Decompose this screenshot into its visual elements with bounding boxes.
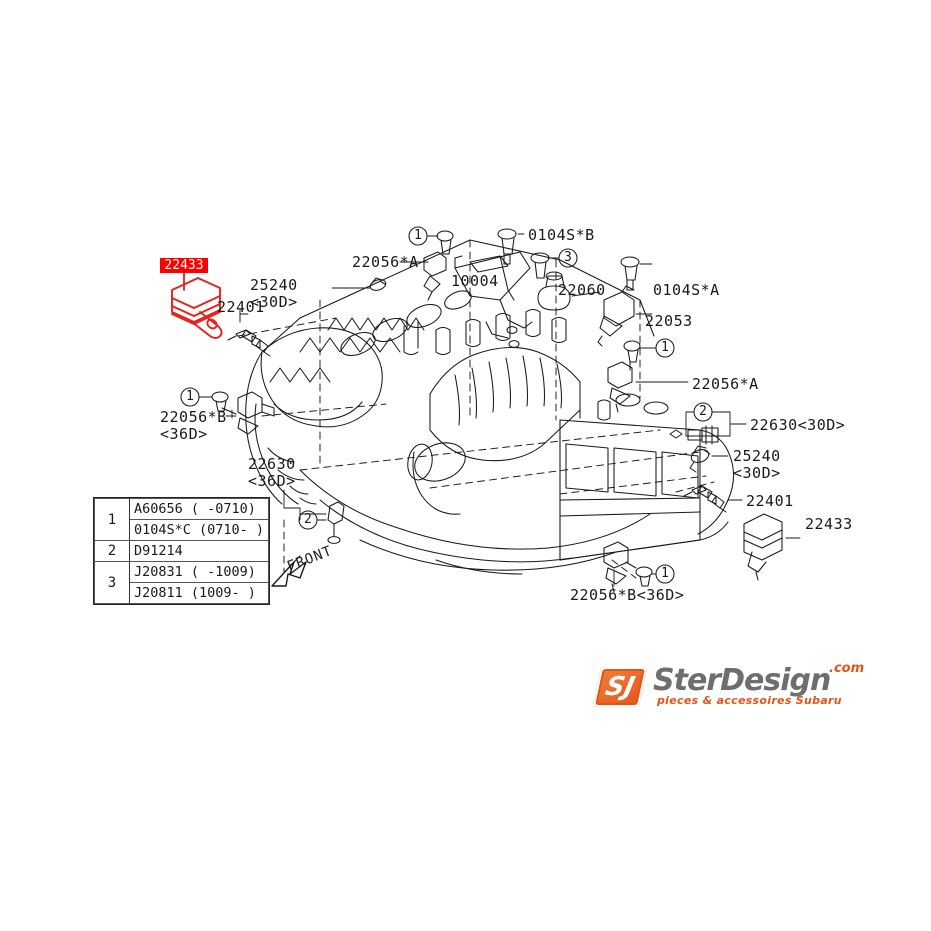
table-row: 2 D91214 — [94, 540, 270, 562]
callout-22401-right: 22401 — [746, 492, 794, 510]
callout-0104sb: 0104S*B — [528, 226, 595, 244]
callout-ref3-top: 3 — [564, 250, 573, 265]
callout-ref1-left: 1 — [186, 389, 195, 404]
callout-ref2-left: 2 — [304, 512, 313, 527]
callout-0104sa: 0104S*A — [653, 281, 720, 299]
callout-22630-30d: 22630<30D> — [750, 416, 846, 434]
legend-value-3a: J20831 ( -1009) — [128, 561, 270, 583]
legend-value-1a: A60656 ( -0710) — [128, 498, 270, 520]
legend-value-2a: D91214 — [128, 540, 270, 562]
logo-letter: SJ — [602, 672, 638, 702]
callout-22056b-bottom: 22056*B<36D> — [570, 586, 685, 604]
callout-ref2-right: 2 — [699, 404, 708, 419]
legend-value-1b: 0104S*C (0710- ) — [128, 519, 270, 541]
legend-table: 1 A60656 ( -0710) 0104S*C (0710- ) 2 D91… — [93, 497, 271, 605]
callout-ref1-bottom: 1 — [661, 566, 670, 581]
legend-ref-2: 2 — [94, 540, 130, 562]
callout-22056a-left: 22056*A — [352, 253, 419, 271]
callout-25240-30d-right: 25240 <30D> — [733, 447, 781, 482]
callout-22056a-right: 22056*A — [692, 375, 759, 393]
watermark: SJ SterDesign .com pieces & accessoires … — [592, 661, 875, 715]
legend-ref-1: 1 — [94, 498, 130, 541]
legend-value-3b: J20811 (1009- ) — [128, 582, 270, 604]
callout-22056b-36d: 22056*B <36D> — [160, 408, 227, 443]
callout-22053: 22053 — [645, 312, 693, 330]
legend-ref-3: 3 — [94, 561, 130, 604]
table-row: J20811 (1009- ) — [95, 582, 270, 604]
watermark-domain: .com — [829, 661, 865, 676]
callout-22060: 22060 — [558, 281, 606, 299]
highlight-label-22433: 22433 — [164, 258, 204, 273]
callout-22630-36d: 22630 <36D> — [248, 455, 296, 490]
callout-ref1-top: 1 — [414, 228, 423, 243]
callout-22401-left: 22401 — [217, 298, 265, 316]
highlight-box-22433 — [160, 258, 208, 273]
watermark-brand-name: SterDesign — [653, 663, 831, 698]
callout-ref1-right: 1 — [661, 340, 670, 355]
callout-22433-right: 22433 — [805, 515, 853, 533]
sterdesign-logo-icon: SJ — [592, 667, 648, 707]
table-row: 1 A60656 ( -0710) — [94, 498, 270, 541]
table-row: 3 J20831 ( -1009) — [94, 561, 270, 604]
callout-10004: 10004 — [451, 272, 499, 290]
watermark-tagline: pieces & accessoires Subaru — [657, 694, 842, 707]
callout-25240-30d-left: 25240 <30D> — [250, 276, 298, 311]
